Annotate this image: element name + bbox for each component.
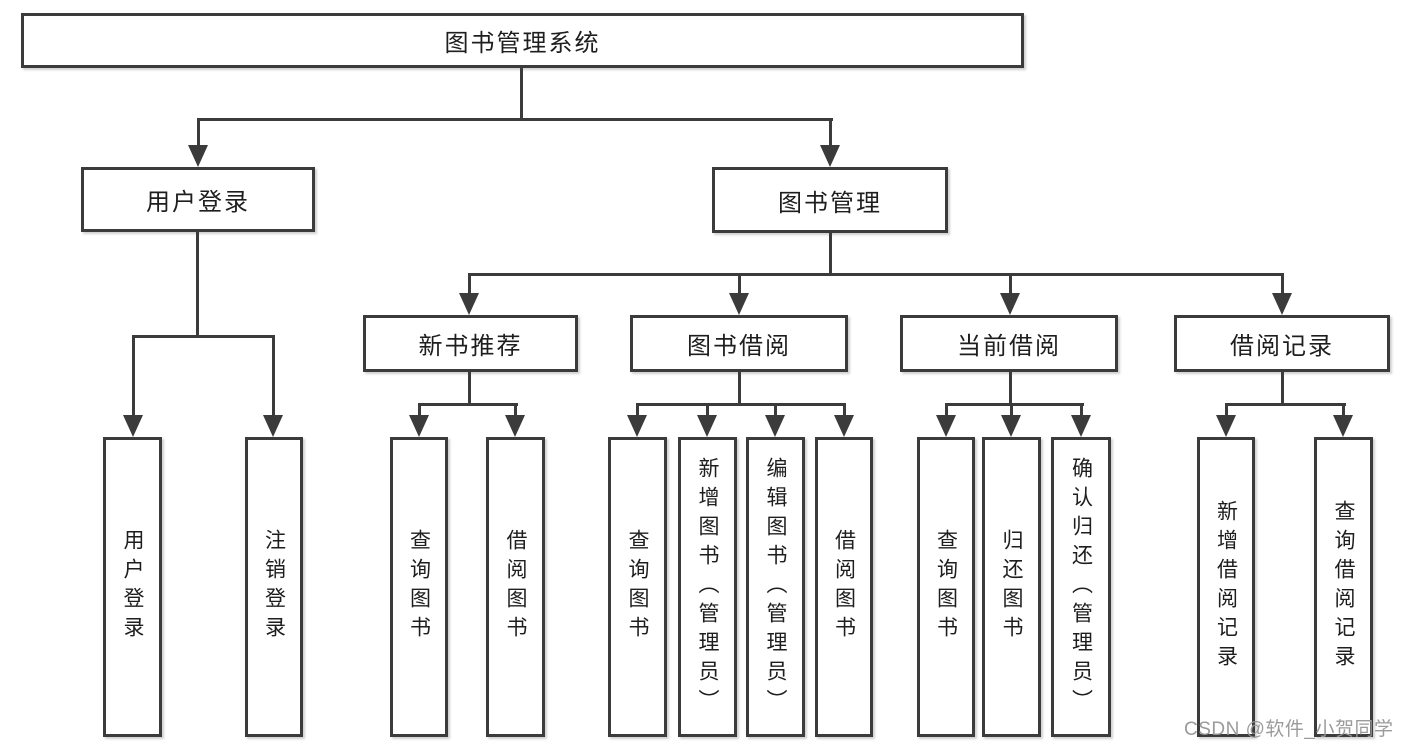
- node-root-label: 图书管理系统: [444, 30, 601, 57]
- arrow-line-bb-query: [636, 403, 639, 417]
- leaf-bb-edit-books-admin: 编辑图书（管理员）: [746, 437, 805, 737]
- arrow-line-cb-return: [1010, 403, 1013, 417]
- node-book-borrow: 图书借阅: [630, 315, 848, 372]
- arrowhead-user-login: [188, 145, 208, 167]
- node-book-borrow-label: 图书借阅: [687, 333, 791, 360]
- arrowhead-bb-edit: [765, 415, 785, 437]
- arrowhead-cb-return: [1001, 415, 1021, 437]
- arrowhead-rec-query: [409, 415, 429, 437]
- connector-new-rec-bus: [418, 403, 518, 406]
- node-new-book-recommend: 新书推荐: [363, 315, 578, 372]
- node-book-mgmt: 图书管理: [712, 167, 948, 233]
- connector-current-borrow-bus: [945, 403, 1084, 406]
- node-borrow-records: 借阅记录: [1174, 315, 1390, 372]
- arrowhead-leaf-logout: [263, 415, 283, 437]
- node-new-book-recommend-label: 新书推荐: [418, 333, 523, 360]
- arrow-line-rec-borrow: [514, 403, 517, 417]
- leaf-bb-edit-books-admin-label: 编辑图书（管理员）: [764, 456, 788, 718]
- connector-book-mgmt-stem: [829, 233, 832, 275]
- leaf-rec-borrow-books: 借阅图书: [486, 437, 545, 737]
- arrowhead-bb-query: [627, 415, 647, 437]
- arrowhead-new-rec: [459, 293, 479, 315]
- leaf-bb-borrow-books-label: 借阅图书: [832, 529, 856, 645]
- arrowhead-br-query: [1333, 415, 1353, 437]
- connector-book-borrow-bus: [636, 403, 846, 406]
- leaf-cb-confirm-return-admin-label: 确认归还（管理员）: [1069, 456, 1093, 718]
- watermark: CSDN @软件_小贺同学: [1184, 719, 1394, 740]
- arrow-line-bb-edit: [774, 403, 777, 417]
- connector-level2-bus: [197, 118, 833, 121]
- leaf-logout: 注销登录: [245, 437, 303, 737]
- arrowhead-bb-add: [697, 415, 717, 437]
- leaf-br-add-record-label: 新增借阅记录: [1214, 500, 1238, 674]
- arrowhead-bb-borrow: [834, 415, 854, 437]
- connector-level3-bus: [468, 273, 1284, 276]
- leaf-bb-query-books-label: 查询图书: [626, 529, 650, 645]
- arrow-line-cb-confirm: [1080, 403, 1083, 417]
- connector-current-borrow-stem: [1009, 370, 1012, 405]
- node-borrow-records-label: 借阅记录: [1230, 333, 1334, 360]
- connector-book-borrow-stem: [738, 370, 741, 405]
- leaf-cb-confirm-return-admin: 确认归还（管理员）: [1051, 437, 1111, 737]
- arrow-line-book-borrow: [738, 273, 741, 295]
- node-user-login-label: 用户登录: [146, 189, 250, 216]
- leaf-br-add-record: 新增借阅记录: [1197, 437, 1255, 737]
- leaf-cb-return-books-label: 归还图书: [1000, 529, 1024, 645]
- arrow-line-br-add: [1225, 403, 1228, 417]
- connector-borrow-records-stem: [1281, 370, 1284, 405]
- arrow-line-br-query: [1342, 403, 1345, 417]
- arrowhead-book-mgmt: [820, 145, 840, 167]
- leaf-br-query-record: 查询借阅记录: [1314, 437, 1373, 737]
- arrow-line-bb-borrow: [843, 403, 846, 417]
- arrowhead-br-add: [1216, 415, 1236, 437]
- arrow-line-current-borrow: [1009, 273, 1012, 295]
- arrow-line-book-mgmt: [829, 118, 832, 147]
- arrowhead-book-borrow: [729, 293, 749, 315]
- leaf-user-login: 用户登录: [103, 437, 162, 737]
- arrowhead-borrow-records: [1272, 293, 1292, 315]
- leaf-cb-query-books-label: 查询图书: [934, 529, 958, 645]
- arrow-line-rec-query: [418, 403, 421, 417]
- leaf-br-query-record-label: 查询借阅记录: [1332, 500, 1356, 674]
- leaf-bb-add-books-admin: 新增图书（管理员）: [678, 437, 737, 737]
- arrowhead-rec-borrow: [505, 415, 525, 437]
- leaf-rec-query-books-label: 查询图书: [407, 529, 431, 645]
- connector-root-stem: [520, 68, 523, 120]
- arrow-line-leaf-user-login: [132, 335, 135, 417]
- arrowhead-cb-query: [936, 415, 956, 437]
- node-book-mgmt-label: 图书管理: [778, 189, 882, 217]
- arrow-line-new-rec: [468, 273, 471, 295]
- leaf-rec-borrow-books-label: 借阅图书: [504, 529, 528, 645]
- leaf-rec-query-books: 查询图书: [390, 437, 448, 737]
- arrow-line-bb-add: [706, 403, 709, 417]
- arrow-line-borrow-records: [1281, 273, 1284, 295]
- node-current-borrow: 当前借阅: [900, 315, 1118, 372]
- arrow-line-cb-query: [945, 403, 948, 417]
- connector-user-login-stem: [196, 232, 199, 337]
- leaf-logout-label: 注销登录: [262, 529, 286, 645]
- leaf-cb-query-books: 查询图书: [917, 437, 975, 737]
- node-user-login: 用户登录: [81, 167, 315, 232]
- leaf-bb-query-books: 查询图书: [608, 437, 667, 737]
- leaf-user-login-label: 用户登录: [121, 529, 145, 645]
- connector-borrow-records-bus: [1225, 403, 1346, 406]
- node-current-borrow-label: 当前借阅: [957, 333, 1061, 360]
- arrow-line-user-login: [197, 118, 200, 147]
- leaf-cb-return-books: 归还图书: [982, 437, 1041, 737]
- arrowhead-cb-confirm: [1071, 415, 1091, 437]
- leaf-bb-borrow-books: 借阅图书: [815, 437, 873, 737]
- leaf-bb-add-books-admin-label: 新增图书（管理员）: [696, 456, 720, 718]
- arrowhead-current-borrow: [1000, 293, 1020, 315]
- arrow-line-leaf-logout: [272, 335, 275, 417]
- connector-user-children-bus: [132, 335, 275, 338]
- connector-new-rec-stem: [468, 370, 471, 405]
- node-root: 图书管理系统: [21, 13, 1024, 68]
- arrowhead-leaf-user-login: [123, 415, 143, 437]
